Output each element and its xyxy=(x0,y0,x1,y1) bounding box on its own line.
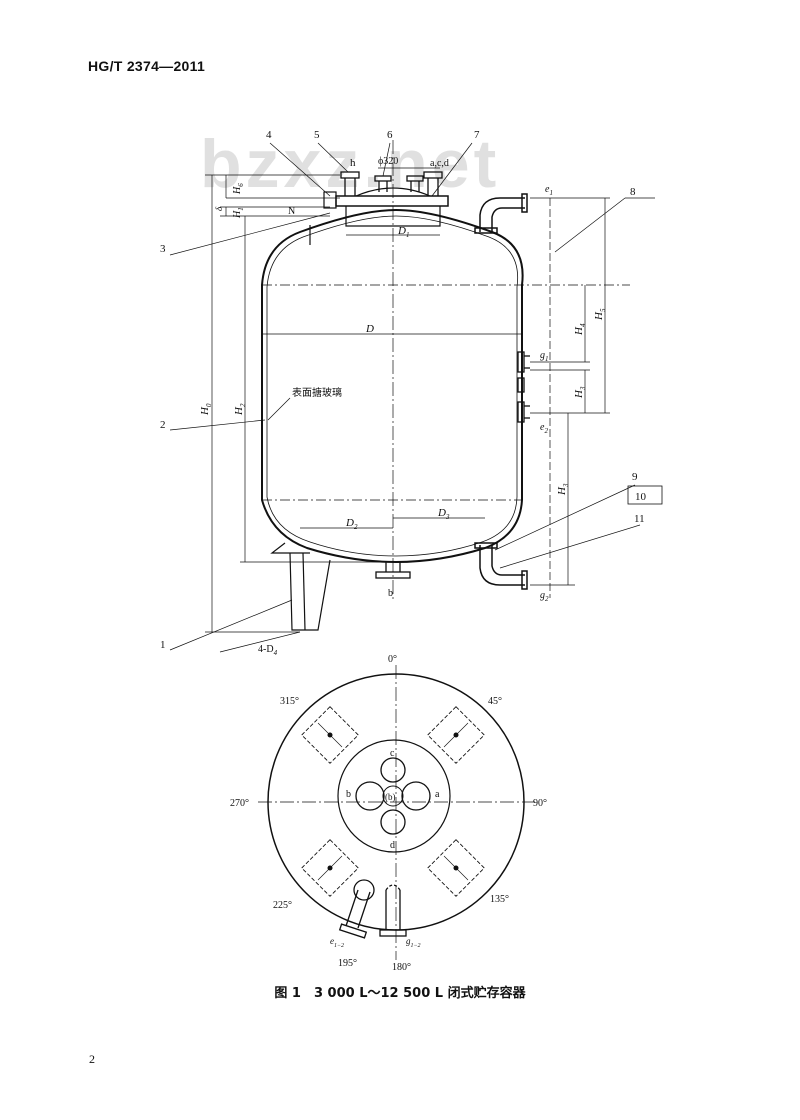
angle-90: 90° xyxy=(533,798,547,809)
top-flange xyxy=(335,195,449,207)
angle-270: 270° xyxy=(230,798,249,809)
callout-5: 5 xyxy=(314,129,320,141)
callout-10: 10 xyxy=(635,491,647,503)
label-H1: H1 xyxy=(232,207,245,219)
plan-support-lugs xyxy=(301,706,485,897)
label-H2: H2 xyxy=(233,403,247,416)
manhole-cover xyxy=(355,187,431,197)
angle-315: 315° xyxy=(280,696,299,707)
label-D2: D2 xyxy=(345,517,358,531)
label-leg-diameter: 4-D4 xyxy=(258,644,278,657)
top-lug xyxy=(323,191,337,209)
label-g1: g1 xyxy=(540,350,549,363)
label-delta: δ xyxy=(214,206,224,211)
nozzle-d-circle xyxy=(380,809,406,835)
nozzle-b-circle xyxy=(355,781,385,811)
bottom-outlet xyxy=(375,562,411,579)
label-b-outlet: b xyxy=(388,588,393,599)
top-nozzles xyxy=(340,171,443,196)
label-H5: H5 xyxy=(593,308,607,321)
vessel-shell xyxy=(261,208,524,564)
label-H3-upper: H3 xyxy=(573,386,587,399)
lower-side-pipe xyxy=(474,542,528,590)
callout-6: 6 xyxy=(387,129,393,141)
figure-caption: 图 1 3 000 L～12 500 L 闭式贮存容器 xyxy=(274,986,526,1001)
plan-diagonal-marks xyxy=(317,722,469,881)
plan-label-a: a xyxy=(435,789,440,800)
label-H4: H4 xyxy=(573,323,587,336)
support-leg xyxy=(270,542,331,631)
label-h: h xyxy=(350,157,356,169)
label-D1: D1 xyxy=(397,225,409,239)
dim-phi-320: ϕ320 xyxy=(378,156,398,167)
dimension-lines-left xyxy=(205,174,385,633)
plan-label-g12: g1−2 xyxy=(406,936,421,949)
label-H0: H0 xyxy=(199,403,213,416)
sight-glass-nozzles xyxy=(517,351,530,423)
label-g2: g2 xyxy=(540,590,549,603)
glass-lining-note: 表面搪玻璃 xyxy=(292,386,342,399)
upper-side-pipe xyxy=(474,193,528,234)
callout-2: 2 xyxy=(160,419,166,431)
callout-10-box xyxy=(627,485,663,505)
label-H3-lower: H3 xyxy=(556,483,570,496)
plan-label-e12: e1−2 xyxy=(330,936,344,949)
label-D: D xyxy=(365,323,374,335)
callout-1: 1 xyxy=(160,639,166,651)
label-acd: a,c,d xyxy=(430,158,449,169)
standard-code: HG/T 2374—2011 xyxy=(88,58,206,74)
elevation-view xyxy=(169,140,663,653)
angle-180: 180° xyxy=(392,962,411,973)
plan-label-b: b xyxy=(346,789,351,800)
label-N: N xyxy=(288,206,295,217)
plan-flange-circle xyxy=(337,739,451,853)
label-H6: H6 xyxy=(232,183,245,195)
angle-45: 45° xyxy=(488,696,502,707)
plan-label-b-center: (b) xyxy=(385,792,396,802)
angle-225: 225° xyxy=(273,900,292,911)
nozzle-a-circle xyxy=(401,781,431,811)
plan-label-d: d xyxy=(390,840,395,851)
angle-0: 0° xyxy=(388,654,397,665)
callout-leaders xyxy=(169,142,655,653)
label-e1: e1 xyxy=(545,184,553,197)
page-number: 2 xyxy=(89,1052,95,1066)
watermark: bzxz.net xyxy=(200,126,501,202)
dimension-lines-horizontal xyxy=(262,167,522,529)
label-e2: e2 xyxy=(540,422,548,435)
dimension-lines-right xyxy=(530,197,610,598)
callout-8: 8 xyxy=(630,186,636,198)
top-neck xyxy=(345,206,441,227)
angle-195: 195° xyxy=(338,958,357,969)
plan-view xyxy=(258,665,535,960)
nozzle-b-center-circle xyxy=(382,785,404,807)
callout-11: 11 xyxy=(634,513,645,525)
label-D3: D3 xyxy=(437,507,450,521)
callout-7: 7 xyxy=(474,129,480,141)
callout-4: 4 xyxy=(266,129,272,141)
plan-label-c: c xyxy=(390,748,395,759)
callout-9: 9 xyxy=(632,471,638,483)
angle-135: 135° xyxy=(490,894,509,905)
plan-bottom-pipes xyxy=(338,879,407,939)
callout-3: 3 xyxy=(160,243,166,255)
nozzle-c-circle xyxy=(380,757,406,783)
vessel-liner xyxy=(266,215,519,557)
